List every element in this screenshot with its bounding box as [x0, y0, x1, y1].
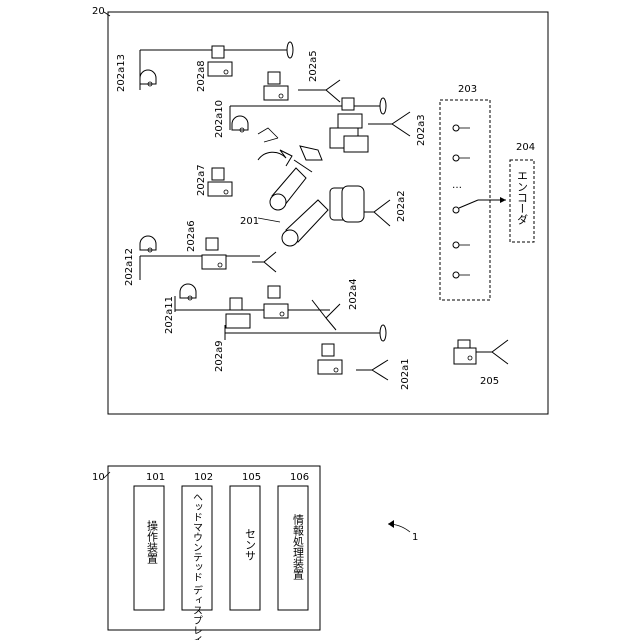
switch-ellipsis: …: [452, 180, 462, 191]
svg-text:1: 1: [412, 532, 418, 543]
label-105: 105: [242, 472, 261, 483]
label-102: 102: [194, 472, 213, 483]
label-106: 106: [290, 472, 309, 483]
unit-106-text: 情報処理装置: [292, 514, 305, 580]
label-10: 10: [92, 472, 105, 483]
label-202a9: 202a9: [214, 340, 225, 372]
label-202a10: 202a10: [214, 100, 225, 138]
label-202a8: 202a8: [196, 60, 207, 92]
system-label-1: 1: [388, 520, 418, 543]
label-202a1: 202a1: [400, 358, 411, 390]
label-202a3: 202a3: [416, 114, 427, 146]
label-202a4: 202a4: [348, 278, 359, 310]
unit-102-text: ヘッドマウンテッド ディスプレイ: [191, 492, 203, 640]
label-202a5: 202a5: [308, 50, 319, 82]
encoder-text: エンコーダ: [516, 170, 529, 225]
label-202a12: 202a12: [124, 248, 135, 286]
label-20: 20: [92, 6, 105, 17]
label-203: 203: [458, 84, 477, 95]
label-202a13: 202a13: [116, 54, 127, 92]
label-201: 201: [240, 216, 259, 227]
label-202a7: 202a7: [196, 164, 207, 196]
label-205: 205: [480, 376, 499, 387]
label-101: 101: [146, 472, 165, 483]
unit-101-text: 操作装置: [146, 519, 159, 564]
label-202a6: 202a6: [186, 220, 197, 252]
label-202a11: 202a11: [164, 296, 175, 334]
label-204: 204: [516, 142, 535, 153]
label-202a2: 202a2: [396, 190, 407, 222]
unit-105-text: センサ: [244, 528, 257, 561]
